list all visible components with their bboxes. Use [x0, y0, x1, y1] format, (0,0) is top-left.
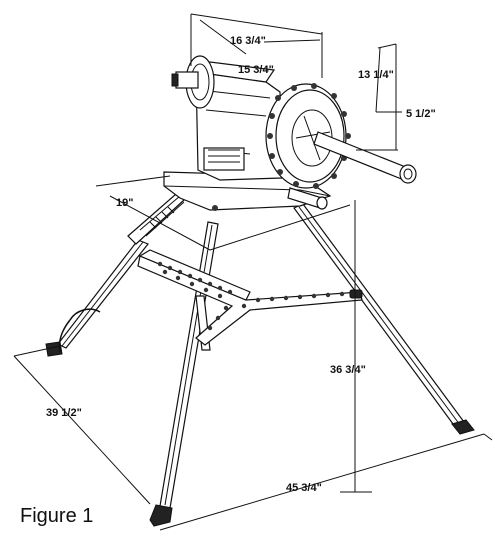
machine-body [194, 61, 283, 181]
dim-height-head: 13 1/4" [358, 69, 394, 81]
figure-caption: Figure 1 [20, 505, 94, 527]
spring-handle [127, 193, 185, 245]
tripod-legs [45, 203, 475, 527]
dim-head-offset: 5 1/2" [406, 108, 436, 120]
tool-tray [137, 249, 363, 346]
dim-leg-span-front: 45 3/4" [286, 482, 322, 494]
dim-depth: 19" [116, 197, 133, 209]
front-chuck [265, 83, 351, 189]
rear-chuck [171, 55, 215, 109]
spindle-tube [287, 131, 417, 210]
dim-inner-width: 15 3/4" [238, 64, 274, 76]
dim-top-width: 16 3/4" [230, 35, 266, 47]
dimension-lines [13, 13, 493, 531]
dim-leg-span-left: 39 1/2" [46, 407, 82, 419]
dim-stand-height: 36 3/4" [330, 364, 366, 376]
